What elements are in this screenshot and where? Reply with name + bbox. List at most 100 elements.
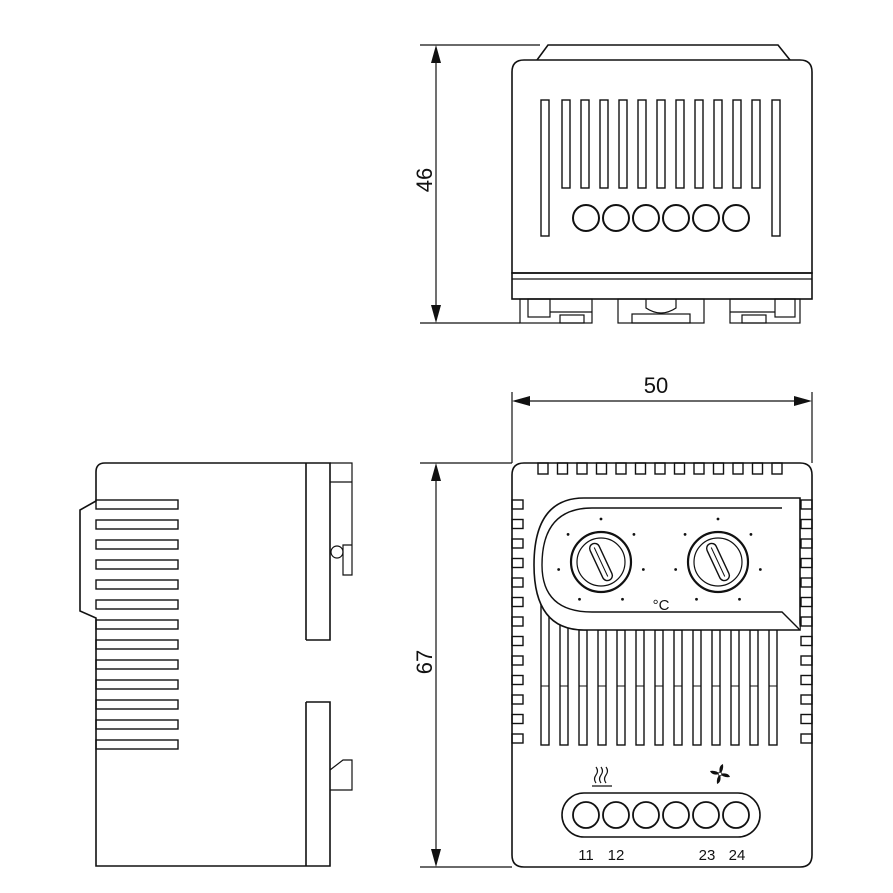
front-vent-slot	[578, 629, 588, 746]
front-right-tooth	[800, 733, 813, 744]
terminal-label-24: 24	[729, 847, 746, 864]
terminal-screw	[632, 801, 660, 829]
terminal-label-12: 12	[608, 847, 625, 864]
front-top-tooth	[615, 462, 627, 475]
front-top-tooth	[693, 462, 705, 475]
front-left-tooth	[511, 499, 524, 510]
knob-pointer-line	[593, 547, 609, 577]
top-terminal-holes	[572, 204, 750, 232]
fan-thermostat-knob[interactable]	[686, 530, 750, 594]
dimension-50: 50	[511, 373, 813, 463]
unit-label: °C	[653, 597, 670, 614]
front-top-tooth	[556, 462, 569, 475]
front-right-tooth	[800, 616, 813, 627]
dimension-46: 46	[412, 44, 540, 324]
knob-scale-dot	[566, 532, 570, 536]
knob-scale-dot	[758, 568, 762, 571]
front-right-tooth	[800, 713, 813, 725]
side-vent-slot	[95, 739, 179, 750]
front-top-tooth	[712, 462, 725, 475]
heating-waves-icon	[592, 766, 612, 787]
side-vent-slot	[95, 559, 179, 570]
din-clip-right	[729, 298, 801, 324]
knob-scale-dot	[621, 597, 624, 601]
top-vent-slot	[694, 99, 704, 189]
dimension-50-label: 50	[644, 373, 668, 398]
top-vent-slot	[751, 99, 761, 189]
knob-scale-marks	[557, 517, 762, 601]
knob-scale-dot	[674, 568, 678, 571]
knob-face	[576, 537, 626, 587]
front-left-tooth	[511, 674, 524, 686]
top-vent-slot	[713, 99, 723, 189]
knob-scale-dot	[557, 568, 561, 571]
front-left-tooth	[511, 577, 524, 588]
top-terminal-hole	[572, 204, 600, 232]
front-vent-slot	[616, 629, 626, 746]
front-top-tooth	[771, 462, 783, 475]
front-right-tooth	[800, 577, 813, 588]
top-vent-slot	[771, 99, 781, 237]
side-vent-slot	[95, 639, 179, 650]
front-right-tooth	[800, 557, 813, 569]
front-top-tooth	[537, 462, 549, 475]
heater-thermostat-knob[interactable]	[569, 530, 633, 594]
knob-scale-dot	[641, 568, 645, 571]
knob-pointer-line	[710, 547, 726, 577]
front-right-tooth	[800, 694, 813, 705]
din-clip-center	[617, 298, 705, 324]
front-top-tooth	[576, 462, 588, 475]
din-clip-left	[519, 298, 593, 324]
knob-scale-dot	[632, 532, 636, 536]
fan-icon	[710, 764, 730, 784]
front-left-tooth	[511, 596, 524, 608]
top-vent-slots	[540, 99, 781, 237]
top-terminal-hole	[692, 204, 720, 232]
front-vent-slot	[673, 629, 683, 746]
side-vent-slot	[95, 699, 179, 710]
side-vent-slot	[95, 659, 179, 670]
front-left-tooth	[511, 713, 524, 725]
front-left-tooth	[511, 557, 524, 569]
knob-pointer	[588, 542, 614, 582]
terminal-screw	[572, 801, 600, 829]
top-vent-slot	[599, 99, 609, 189]
top-vent-slot	[732, 99, 742, 189]
top-terminal-hole	[602, 204, 630, 232]
front-left-tooth	[511, 694, 524, 705]
side-vent-slot	[95, 539, 179, 550]
front-top-vent-teeth	[537, 462, 783, 475]
front-vent-slot	[692, 629, 702, 746]
top-terminal-hole	[662, 204, 690, 232]
front-vent-slot	[730, 629, 740, 746]
front-right-tooth	[800, 635, 813, 647]
front-vent-slot	[654, 629, 664, 746]
terminal-screw	[662, 801, 690, 829]
knob-scale-dot	[695, 597, 698, 601]
front-top-tooth	[654, 462, 666, 475]
side-vent-slot	[95, 719, 179, 730]
terminal-screw	[692, 801, 720, 829]
front-left-tooth	[511, 635, 524, 647]
side-vent-slot	[95, 619, 179, 630]
top-vent-slot	[637, 99, 647, 189]
front-right-tooth	[800, 674, 813, 686]
top-terminal-hole	[632, 204, 660, 232]
knob-pointer	[705, 542, 731, 582]
dimension-67: 67	[412, 462, 512, 868]
terminal-screw	[722, 801, 750, 829]
front-left-tooth	[511, 518, 524, 530]
front-top-tooth	[751, 462, 764, 475]
side-vent-slot	[95, 519, 179, 530]
front-left-tooth	[511, 538, 524, 549]
terminal-block	[561, 792, 761, 838]
terminal-label-23: 23	[699, 847, 716, 864]
terminal-screws	[572, 801, 750, 829]
front-right-tooth	[800, 499, 813, 510]
knob-scale-dot	[716, 517, 720, 521]
front-top-tooth	[673, 462, 686, 475]
knob-scale-dot	[749, 532, 753, 536]
terminal-screw	[602, 801, 630, 829]
front-top-tooth	[634, 462, 647, 475]
knob-scale-dot	[599, 517, 603, 521]
